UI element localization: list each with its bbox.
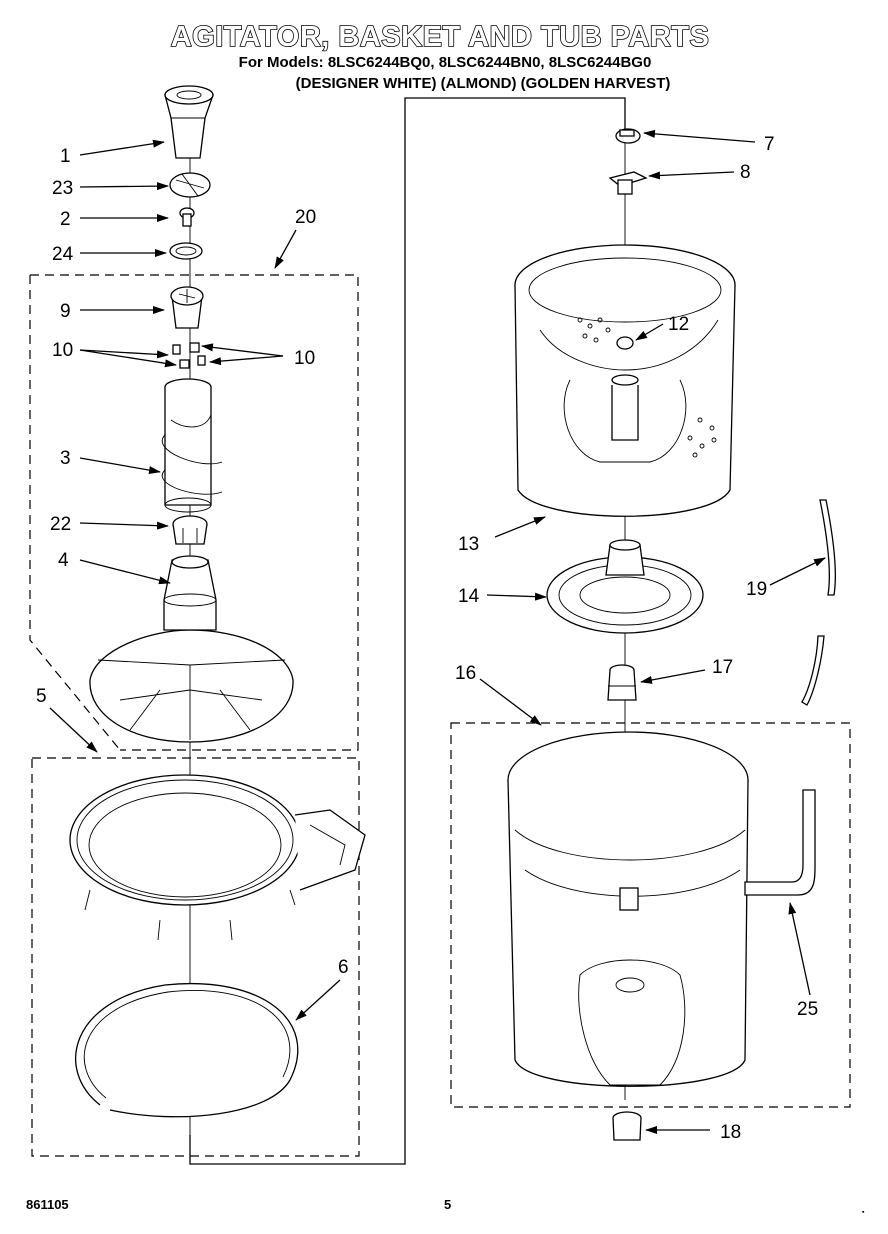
callout-1: 1: [60, 146, 71, 167]
o-ring-part: [169, 242, 203, 260]
callout-16: 16: [455, 663, 476, 684]
callout-14: 14: [458, 586, 480, 607]
callout-24: 24: [52, 244, 74, 265]
callout-5: 5: [36, 686, 47, 707]
basket-nut-part: [615, 128, 641, 144]
callout-6: 6: [338, 957, 349, 978]
callout-18: 18: [720, 1122, 741, 1143]
callout-9: 9: [60, 301, 71, 322]
callout-25: 25: [797, 999, 818, 1020]
spin-nut-part: [607, 664, 637, 701]
drain-hose-part: [744, 789, 816, 896]
dog-parts: [172, 342, 206, 369]
clip-part: [608, 171, 648, 195]
callout-22: 22: [50, 514, 71, 535]
callout-10-left: 10: [52, 340, 73, 361]
bearing-part: [172, 515, 208, 545]
outer-tub-part: [507, 731, 749, 1087]
group-box-16: [450, 722, 851, 1108]
callout-23: 23: [52, 178, 73, 199]
cam-part: [170, 286, 204, 329]
callout-2: 2: [60, 209, 71, 230]
hose-part: [801, 499, 836, 706]
group-box-5: [31, 757, 360, 1157]
doc-number: 861105: [26, 1197, 69, 1212]
corner-mark: ▪: [862, 1209, 865, 1216]
callout-labels: 1 23 2 24 20 9 10 10 3 22 4 5 6 7 8 12 1…: [36, 134, 818, 1143]
models-line: For Models: 8LSC6244BQ0, 8LSC6244BN0, 8L…: [239, 54, 652, 71]
clamp-ring-part: [75, 983, 299, 1118]
page-number: 5: [444, 1197, 451, 1212]
basket-holes: [577, 317, 717, 458]
spin-basket-part: [514, 244, 736, 517]
seal-part: [169, 172, 211, 198]
callout-7: 7: [764, 134, 775, 155]
callout-20: 20: [295, 207, 316, 228]
agitator-cap-part: [164, 85, 214, 159]
callout-10-right: 10: [294, 348, 315, 369]
callout-13: 13: [458, 534, 479, 555]
callout-8: 8: [740, 162, 751, 183]
hub-part: [546, 539, 704, 634]
callout-19: 19: [746, 579, 767, 600]
diagram-title: AGITATOR, BASKET AND TUB PARTS: [171, 21, 710, 53]
callout-17: 17: [712, 657, 733, 678]
callout-3: 3: [60, 448, 71, 469]
auger-part: [161, 378, 223, 513]
group-box-20: [29, 274, 359, 751]
tub-ring-part: [69, 774, 366, 941]
bolt-part: [179, 207, 195, 227]
plug-part: [612, 1111, 642, 1141]
callout-12: 12: [668, 314, 689, 335]
callout-arrows: [49, 129, 826, 1134]
agitator-base-part: [89, 555, 294, 743]
colors-line: (DESIGNER WHITE) (ALMOND) (GOLDEN HARVES…: [296, 75, 671, 92]
callout-4: 4: [58, 550, 69, 571]
